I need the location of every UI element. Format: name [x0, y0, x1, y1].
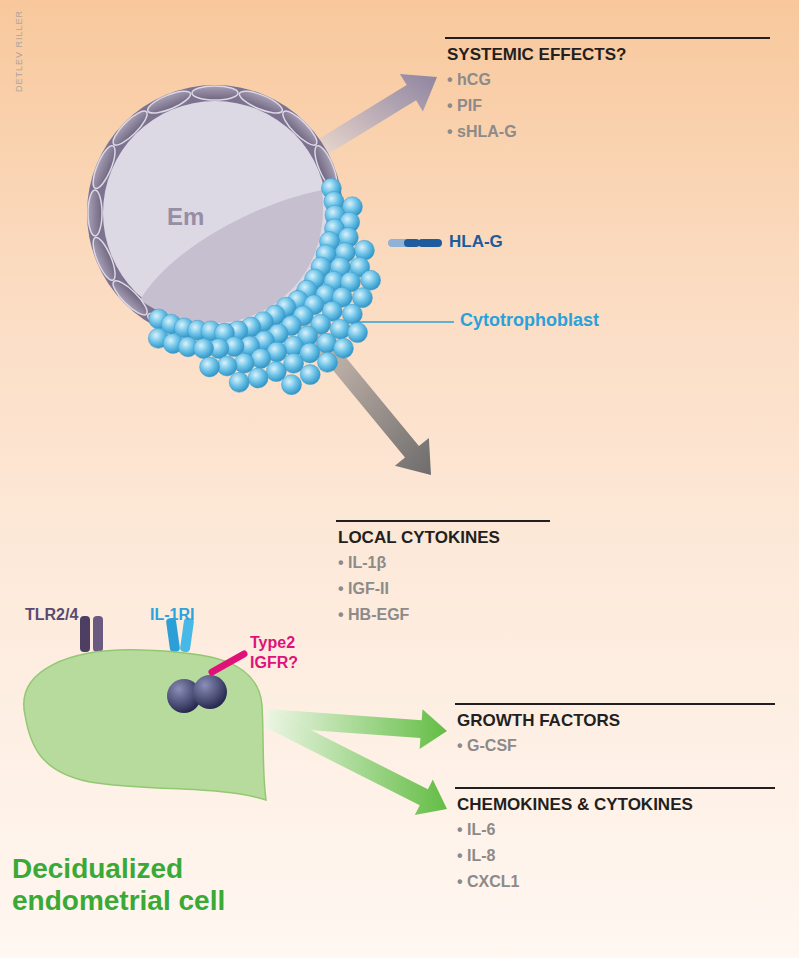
list-heading: GROWTH FACTORS — [457, 709, 771, 733]
list-heading: SYSTEMIC EFFECTS? — [447, 43, 766, 67]
list-item: • sHLA-G — [447, 119, 766, 145]
list-item: • G-CSF — [457, 733, 771, 759]
endometrial-cell: TLR2/4IL-1RIType2 IGFR?Decidualized endo… — [5, 595, 310, 905]
flow-arrow — [263, 710, 447, 815]
list-item: • hCG — [447, 67, 766, 93]
text-group: GROWTH FACTORS• G-CSF — [455, 703, 775, 763]
flow-arrow — [290, 306, 432, 475]
text-group: CHEMOKINES & CYTOKINES• IL-6• IL-8• CXCL… — [455, 787, 775, 899]
list-item: • PIF — [447, 93, 766, 119]
watermark: DETLEV RILLER — [14, 10, 24, 92]
text-group: LOCAL CYTOKINES• IL-1β• IGF-II• HB-EGF — [336, 520, 550, 632]
part-label: Cytotrophoblast — [460, 310, 599, 331]
list-item: • IL-8 — [457, 843, 771, 869]
receptor-label: TLR2/4 — [25, 605, 78, 625]
part-label: HLA-G — [449, 232, 503, 252]
list-item: • IGF-II — [338, 576, 546, 602]
text-group: SYSTEMIC EFFECTS?• hCG• PIF• sHLA-G — [445, 37, 770, 149]
receptor-label: IL-1RI — [150, 605, 194, 625]
embryo-drawing — [87, 85, 417, 420]
receptor-label: Type2 IGFR? — [250, 633, 308, 673]
list-item: • IL-1β — [338, 550, 546, 576]
list-item: • IL-6 — [457, 817, 771, 843]
flow-arrow — [319, 74, 437, 154]
list-heading: CHEMOKINES & CYTOKINES — [457, 793, 771, 817]
embryo-label: Em — [167, 203, 204, 231]
list-item: • CXCL1 — [457, 869, 771, 895]
leader-line — [352, 321, 454, 323]
list-heading: LOCAL CYTOKINES — [338, 526, 546, 550]
hla-g-symbol — [388, 239, 442, 247]
cell-title: Decidualized endometrial cell — [12, 853, 282, 917]
list-item: • HB-EGF — [338, 602, 546, 628]
embryo-circle: Em — [87, 85, 417, 420]
